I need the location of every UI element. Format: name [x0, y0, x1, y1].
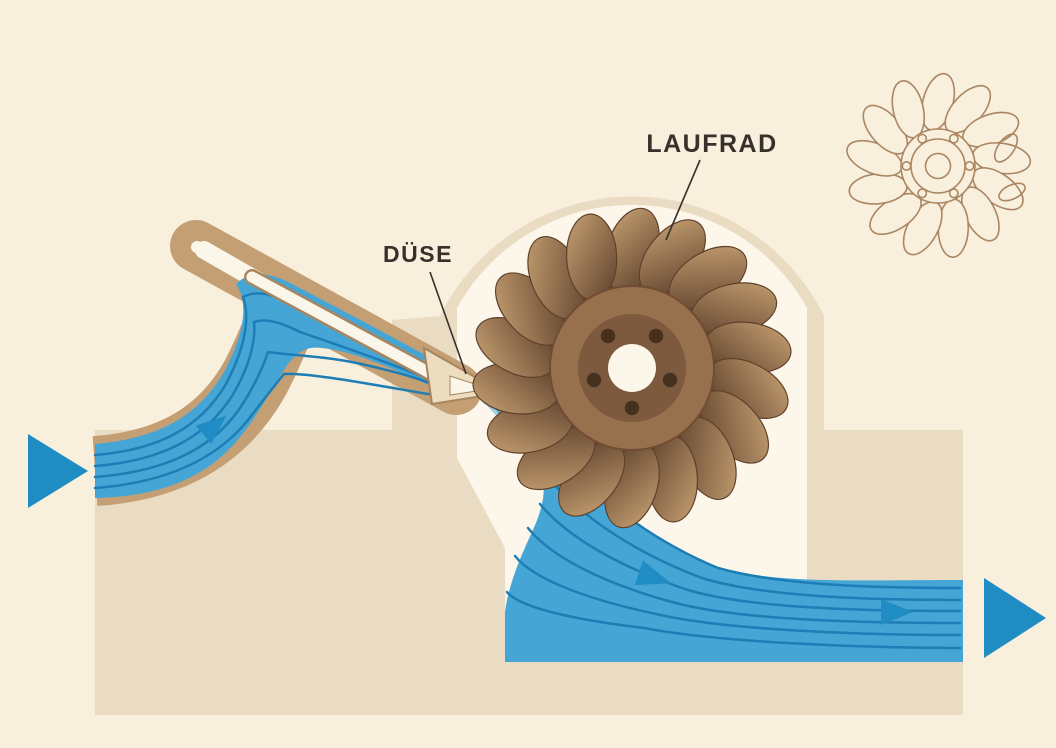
streamline [93, 372, 442, 490]
nozzle-leader-line [429, 271, 467, 375]
sketch-bolt [901, 161, 912, 172]
hub-bolt [648, 328, 664, 344]
streamline [513, 554, 962, 637]
spear-rod [246, 271, 458, 391]
outflow-arrow-icon [984, 578, 1046, 658]
sketch-bolt [917, 133, 928, 144]
sketch-shaft-hole [924, 152, 952, 180]
spear-servo-endcap [191, 241, 203, 253]
runner-shaft-hole [608, 344, 656, 392]
streamline [505, 590, 962, 650]
nozzle-assembly [244, 269, 491, 406]
sketch-bucket [937, 198, 970, 258]
label-runner: LAUFRAD [646, 130, 777, 158]
label-nozzle: DÜSE [383, 241, 453, 267]
streamline [550, 480, 962, 602]
streamline [538, 502, 962, 613]
sketch-bucket-detail [993, 133, 1019, 163]
sketch-bucket-detail [998, 182, 1026, 202]
sketch-bolt [964, 161, 975, 172]
runner-leader-line [665, 159, 701, 241]
tailrace-water-body [505, 445, 963, 662]
sketch-hub-plate [900, 128, 976, 204]
hub-bolt [586, 372, 602, 388]
penstock-flow-arrow-icon [195, 415, 227, 444]
tailrace-flow-arrow-icon [634, 560, 672, 586]
runner-buckets [472, 207, 792, 529]
channel-flow-arrow-icon [881, 599, 913, 625]
annotations: LAUFRAD DÜSE [383, 130, 777, 375]
streamline [526, 526, 962, 625]
hub-bolt [600, 328, 616, 344]
sketch-bolt [917, 188, 928, 199]
streamline [93, 350, 450, 479]
streamline [93, 319, 452, 468]
hub-bolt [624, 400, 640, 416]
runner-outline-sketch [846, 72, 1032, 258]
sketch-bolt [948, 188, 959, 199]
inflow-arrow-icon [28, 434, 88, 508]
sketch-bolt [948, 133, 959, 144]
hub-bolt [662, 372, 678, 388]
runner-wheel [472, 207, 792, 529]
tailrace-water [505, 445, 963, 662]
